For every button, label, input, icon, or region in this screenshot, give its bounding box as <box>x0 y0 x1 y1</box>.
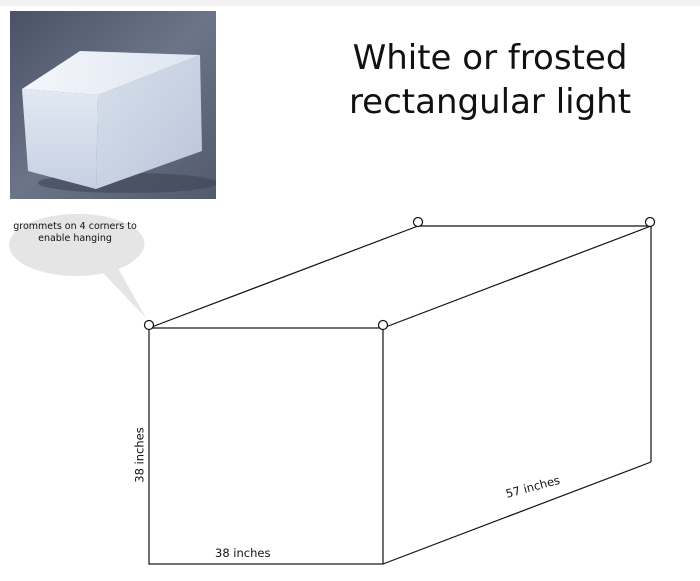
height-dimension-label: 38 inches <box>132 427 147 483</box>
width-dimension-label: 38 inches <box>215 546 271 560</box>
grommet-front-left <box>143 319 155 331</box>
box-bottom-depth-edge <box>382 461 652 565</box>
page-title: White or frosted rectangular light <box>290 36 690 124</box>
box-front-face <box>148 327 384 565</box>
light-box-photo <box>10 11 216 199</box>
grommet-front-right <box>377 319 389 331</box>
box-top-right-edge <box>382 225 652 329</box>
title-line-2: rectangular light <box>348 82 632 122</box>
grommet-back-left <box>412 216 424 228</box>
box-top-left-edge <box>148 225 419 329</box>
title-line-1: White or frosted <box>352 38 628 78</box>
top-strip <box>0 0 700 6</box>
grommet-back-right <box>644 216 656 228</box>
callout-text: grommets on 4 corners to enable hanging <box>13 221 137 244</box>
